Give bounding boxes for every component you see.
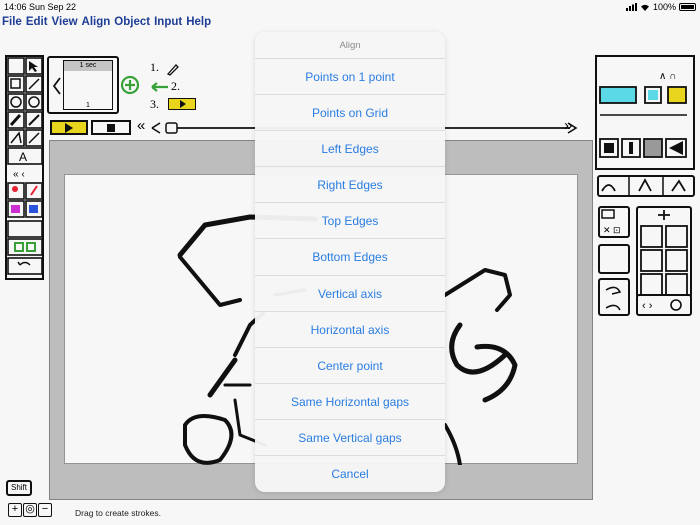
color-palette-icons: ∧ ∩ bbox=[599, 71, 687, 158]
arrow-left-icon bbox=[151, 82, 168, 92]
add-frame-icon[interactable] bbox=[120, 75, 140, 95]
layer-controls: ✕ ⊡ bbox=[598, 206, 630, 238]
play-icon bbox=[180, 100, 186, 108]
svg-text:A: A bbox=[19, 150, 27, 164]
tool-palette-icons: A « ‹ bbox=[7, 57, 43, 275]
step-three-label: 3. bbox=[150, 97, 159, 111]
stop-button[interactable] bbox=[91, 120, 131, 135]
cancel-button[interactable]: Cancel bbox=[331, 467, 369, 482]
battery-percent: 100% bbox=[652, 2, 676, 12]
status-time: 14:06 Sun Sep 22 bbox=[4, 2, 77, 12]
zoom-controls: + ◎ − bbox=[8, 503, 52, 517]
menu-file[interactable]: File bbox=[2, 16, 22, 28]
align-bottom-edges[interactable]: Bottom Edges bbox=[255, 239, 445, 276]
status-right: 100% bbox=[625, 2, 696, 12]
rewind-button[interactable]: « bbox=[137, 117, 146, 134]
stroke-tools-icons bbox=[601, 177, 686, 195]
hint-text: Drag to create strokes. bbox=[75, 508, 161, 518]
chevron-left-icon[interactable] bbox=[51, 76, 63, 96]
step-two-label: 2. bbox=[171, 79, 180, 93]
align-sheet-title: Align bbox=[255, 32, 445, 59]
nav-panel[interactable]: ‹ › bbox=[636, 294, 692, 316]
menu-edit[interactable]: Edit bbox=[25, 16, 48, 28]
align-horizontal-axis[interactable]: Horizontal axis bbox=[255, 312, 445, 348]
battery-icon bbox=[679, 3, 696, 11]
align-points-on-grid[interactable]: Points on Grid bbox=[255, 95, 445, 132]
layer-icons: ✕ ⊡ bbox=[601, 209, 621, 235]
status-bar: 14:06 Sun Sep 22 100% bbox=[0, 0, 700, 14]
menu-input[interactable]: Input bbox=[154, 16, 183, 28]
stroke-tools-panel bbox=[597, 175, 695, 197]
menu-object[interactable]: Object bbox=[114, 16, 151, 28]
frame-thumbnail-panel[interactable]: 1 sec 1 bbox=[47, 56, 119, 114]
align-top-edges[interactable]: Top Edges bbox=[255, 203, 445, 240]
zoom-in-icon[interactable]: + bbox=[8, 503, 22, 517]
menu-align[interactable]: Align bbox=[81, 16, 111, 28]
nav-icons: ‹ › bbox=[642, 299, 682, 312]
steps-guide: 1. 2. 3. bbox=[150, 60, 202, 112]
menu-bar: File Edit View Align Object Input Help bbox=[2, 16, 211, 28]
shift-button[interactable]: Shift bbox=[6, 480, 32, 496]
menu-view[interactable]: View bbox=[51, 16, 78, 28]
svg-text:✕ ⊡: ✕ ⊡ bbox=[603, 225, 621, 235]
tool-palette: A « ‹ bbox=[5, 55, 44, 280]
play-icon bbox=[65, 123, 73, 133]
svg-text:∧ ∩: ∧ ∩ bbox=[659, 71, 676, 82]
align-right-edges[interactable]: Right Edges bbox=[255, 167, 445, 204]
align-left-edges[interactable]: Left Edges bbox=[255, 131, 445, 168]
menu-help[interactable]: Help bbox=[186, 16, 212, 28]
align-action-sheet: Align Points on 1 point Points on Grid L… bbox=[255, 32, 445, 492]
frame-thumbnail[interactable]: 1 sec 1 bbox=[63, 60, 113, 110]
svg-text:« ‹: « ‹ bbox=[13, 169, 25, 180]
align-center-point[interactable]: Center point bbox=[255, 348, 445, 384]
stop-icon bbox=[107, 124, 115, 132]
pencil-icon bbox=[166, 64, 179, 76]
align-same-vertical-gaps[interactable]: Same Vertical gaps bbox=[255, 420, 445, 457]
step-one-label: 1. bbox=[150, 60, 159, 74]
color-palette-panel: ∧ ∩ bbox=[595, 55, 695, 170]
frame-duration: 1 sec bbox=[64, 61, 112, 71]
zoom-magnifier-icon[interactable]: ◎ bbox=[23, 503, 37, 517]
align-same-horizontal-gaps[interactable]: Same Horizontal gaps bbox=[255, 384, 445, 420]
zoom-out-icon[interactable]: − bbox=[38, 503, 52, 517]
wifi-icon bbox=[640, 4, 649, 11]
undo-icon bbox=[605, 286, 622, 311]
preview-box[interactable] bbox=[598, 244, 630, 274]
align-vertical-axis[interactable]: Vertical axis bbox=[255, 276, 445, 312]
forward-button[interactable]: » bbox=[564, 117, 573, 134]
undo-redo-panel[interactable] bbox=[598, 278, 630, 316]
align-points-on-1-point[interactable]: Points on 1 point bbox=[255, 59, 445, 96]
frame-number: 1 bbox=[86, 102, 90, 109]
signal-icon bbox=[625, 3, 637, 11]
svg-text:‹ ›: ‹ › bbox=[642, 300, 653, 312]
